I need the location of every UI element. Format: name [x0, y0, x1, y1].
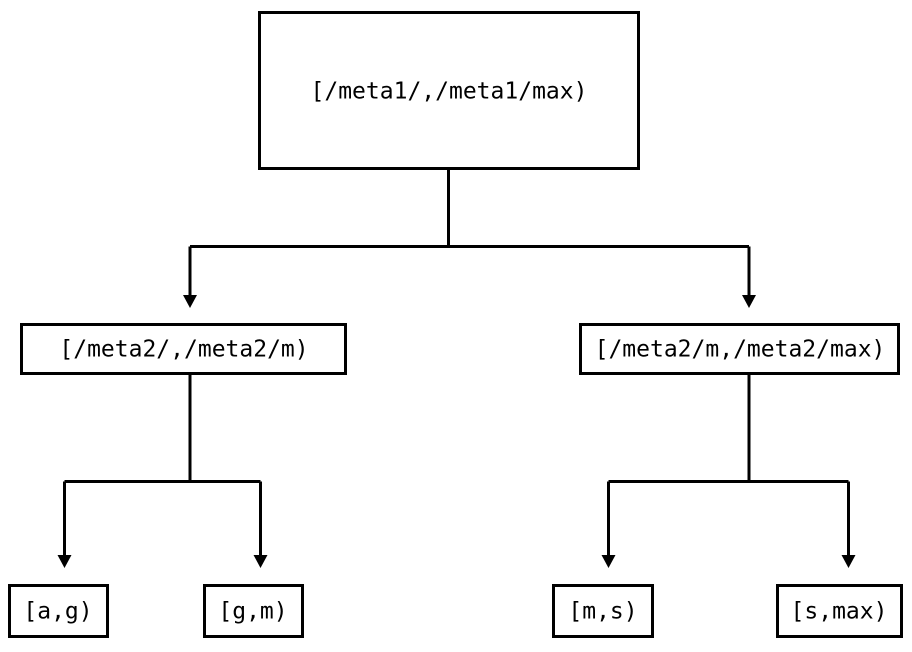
node-root-box[interactable]: [258, 11, 640, 170]
node-leaf-m-s-label: [m,s): [568, 599, 637, 625]
edge-root-to-midlevel: [183, 168, 756, 308]
node-mid-left-box[interactable]: [20, 323, 347, 375]
node-mid-right-box[interactable]: [579, 323, 900, 375]
arrow-head-icon: [841, 555, 856, 568]
node-leaf-g-m-label: [g,m): [218, 599, 287, 625]
node-leaf-a-g-label: [a,g): [23, 599, 92, 625]
arrow-head-icon: [57, 555, 72, 568]
node-leaf-m-s-box[interactable]: [552, 584, 654, 638]
node-leaf-s-max-box[interactable]: [776, 584, 903, 638]
node-leaf-a-g[interactable]: [a,g): [8, 584, 109, 638]
node-leaf-s-max[interactable]: [s,max): [776, 584, 903, 638]
node-root-label: [/meta1/,/meta1/max): [311, 79, 588, 105]
node-mid-left-label: [/meta2/,/meta2/m): [59, 337, 308, 363]
arrow-head-icon: [253, 555, 268, 568]
node-mid-right-label: [/meta2/m,/meta2/max): [595, 337, 886, 363]
arrow-head-icon: [601, 555, 616, 568]
node-leaf-a-g-box[interactable]: [8, 584, 109, 638]
edge-midleft-to-leaves: [57, 374, 268, 568]
node-root[interactable]: [/meta1/,/meta1/max): [258, 11, 640, 170]
arrow-head-icon: [183, 295, 197, 308]
node-mid-right[interactable]: [/meta2/m,/meta2/max): [579, 323, 900, 375]
node-leaf-g-m-box[interactable]: [203, 584, 304, 638]
node-leaf-s-max-label: [s,max): [791, 599, 888, 625]
edge-midright-to-leaves: [601, 374, 856, 568]
node-leaf-m-s[interactable]: [m,s): [552, 584, 654, 638]
arrow-head-icon: [742, 295, 756, 308]
node-mid-left[interactable]: [/meta2/,/meta2/m): [20, 323, 347, 375]
node-leaf-g-m[interactable]: [g,m): [203, 584, 304, 638]
